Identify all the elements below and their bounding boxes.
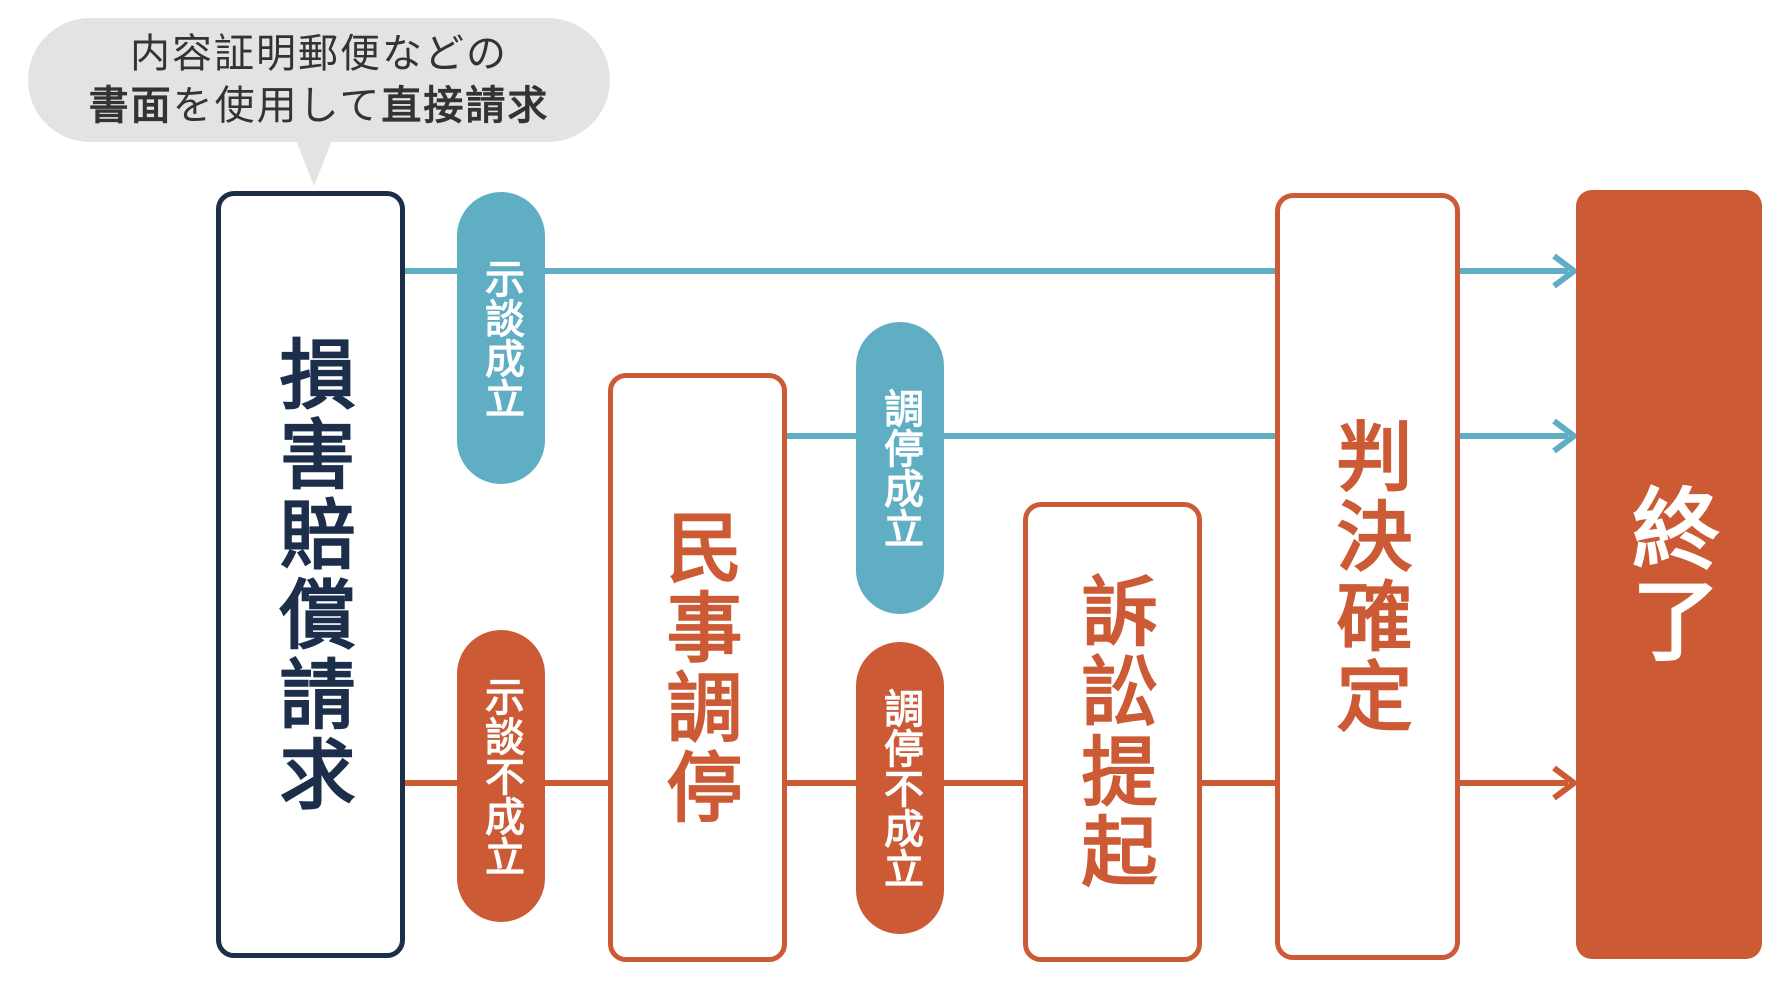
pill-settlement-failure-label: 示談不成立 (478, 676, 524, 876)
box-lawsuit-filing-label: 訴訟提起 (1068, 572, 1158, 892)
box-judgment-final-label: 判決確定 (1323, 416, 1413, 737)
box-end-label: 終了 (1617, 482, 1721, 667)
pill-settlement-failure: 示談不成立 (457, 630, 545, 922)
box-end: 終了 (1576, 190, 1762, 959)
bubble-line-2: 書面を使用して直接請求 (89, 80, 550, 132)
pill-mediation-success-label: 調停成立 (877, 388, 923, 548)
pill-mediation-success: 調停成立 (856, 322, 944, 614)
box-damage-claim: 損害賠償請求 (216, 191, 405, 958)
box-lawsuit-filing: 訴訟提起 (1023, 502, 1202, 962)
arrowhead-bottom (1552, 765, 1579, 801)
arrowhead-top (1552, 253, 1579, 289)
box-judgment-final: 判決確定 (1275, 193, 1460, 960)
pill-settlement-success-label: 示談成立 (478, 258, 524, 418)
speech-bubble-text: 内容証明郵便などの 書面を使用して直接請求 (28, 18, 610, 142)
pill-mediation-failure-label: 調停不成立 (877, 688, 923, 888)
box-damage-claim-label: 損害賠償請求 (266, 334, 356, 815)
box-civil-mediation: 民事調停 (608, 373, 787, 962)
arrowhead-middle (1552, 418, 1579, 454)
pill-mediation-failure: 調停不成立 (856, 642, 944, 934)
speech-bubble (28, 18, 610, 142)
bubble-line-1: 内容証明郵便などの (130, 31, 508, 77)
bubble-line-2-part-1: 書面 (88, 83, 173, 129)
box-civil-mediation-label: 民事調停 (653, 507, 743, 828)
bubble-line-2-part-2: を使用して (172, 83, 382, 129)
pill-settlement-success: 示談成立 (457, 192, 545, 484)
bubble-line-2-part-3: 直接請求 (381, 83, 550, 129)
speech-bubble-tail (296, 140, 332, 186)
